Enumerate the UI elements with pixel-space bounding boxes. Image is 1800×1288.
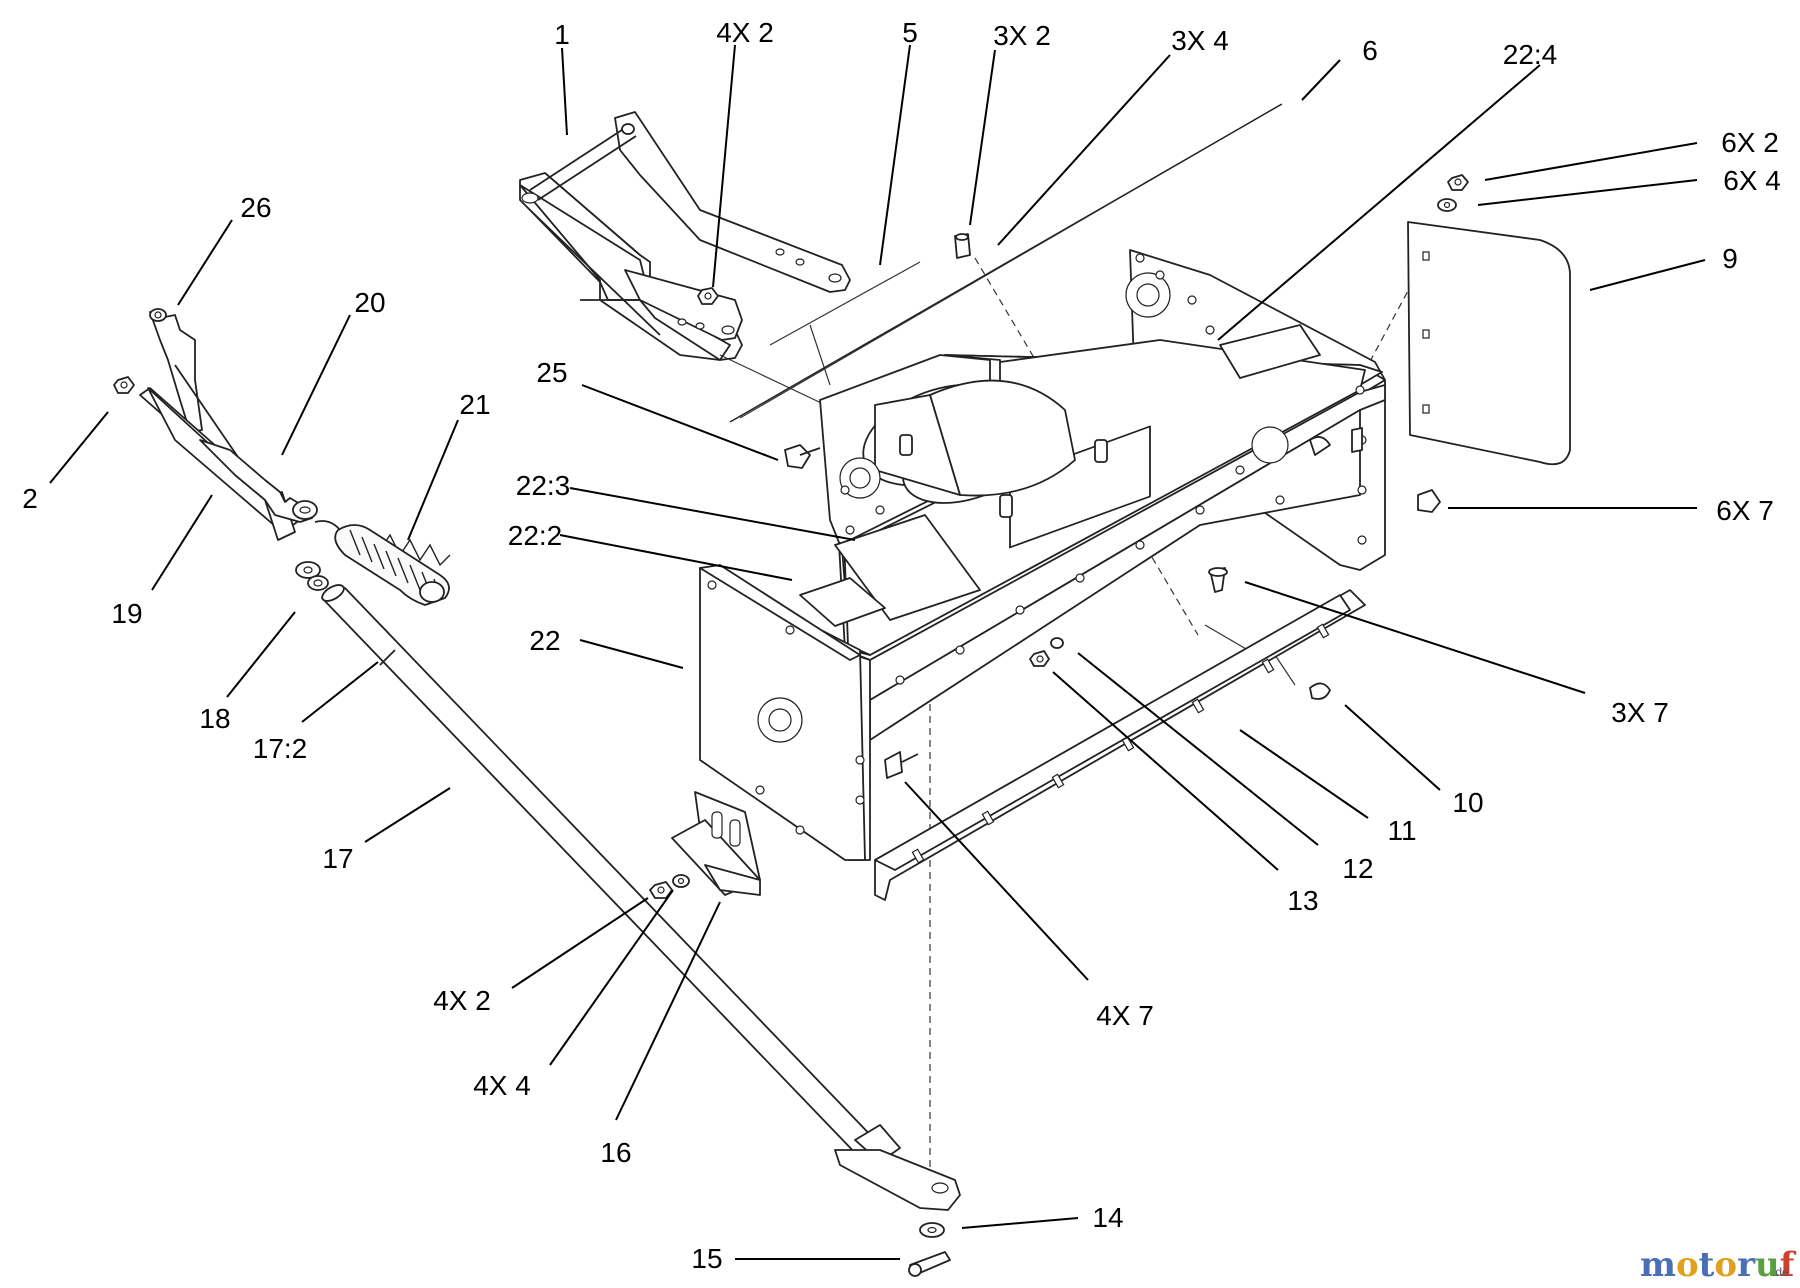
callout-22-3: 22:3 xyxy=(516,470,571,501)
bracket-part xyxy=(671,791,761,896)
callout-22-2: 22:2 xyxy=(508,520,563,551)
washers-left-part xyxy=(295,561,329,591)
callout-17-2: 17:2 xyxy=(253,733,308,764)
callout-22-4: 22:4 xyxy=(1503,39,1558,70)
callout-1: 1 xyxy=(554,19,570,50)
callout-22: 22 xyxy=(529,625,560,656)
callout-14: 14 xyxy=(1092,1202,1123,1233)
watermark-suffix: .de xyxy=(1772,1265,1789,1279)
callout-21: 21 xyxy=(459,389,490,420)
callout-15: 15 xyxy=(691,1243,722,1274)
callout-18: 18 xyxy=(199,703,230,734)
callout-12: 12 xyxy=(1342,853,1373,884)
spring-part xyxy=(314,520,451,606)
housing-part xyxy=(699,249,1386,861)
scraper-bar-part xyxy=(874,589,1366,901)
callout-19: 19 xyxy=(111,598,142,629)
leader-lines xyxy=(49,44,1706,1260)
callout-17: 17 xyxy=(322,843,353,874)
callout-2: 2 xyxy=(22,483,38,514)
callout-16: 16 xyxy=(600,1137,631,1168)
watermark-logo: motoruf .de xyxy=(1640,1245,1797,1285)
hardware-center-part xyxy=(784,233,1331,779)
watermark-letter: u xyxy=(1755,1245,1780,1285)
washer-pin-part xyxy=(908,1222,951,1277)
hex-nut-part xyxy=(697,287,719,305)
watermark-letter: r xyxy=(1737,1245,1756,1285)
side-plate-part xyxy=(1407,221,1571,466)
bracket-hardware-part xyxy=(649,874,690,899)
callout-13: 13 xyxy=(1287,885,1318,916)
callout-9: 9 xyxy=(1722,243,1738,274)
callout-6: 6 xyxy=(1362,35,1378,66)
callout-4x2-bottom: 4X 2 xyxy=(433,985,491,1016)
callout-26: 26 xyxy=(240,192,271,223)
callout-10: 10 xyxy=(1452,787,1483,818)
watermark-letter: o xyxy=(1714,1245,1737,1285)
callout-5: 5 xyxy=(902,17,918,48)
svg-text:motoruf: motoruf xyxy=(1640,1245,1797,1285)
callout-20: 20 xyxy=(354,287,385,318)
callout-4x2-top: 4X 2 xyxy=(716,17,774,48)
hardware-right-part xyxy=(1351,174,1469,513)
callout-6x7: 6X 7 xyxy=(1716,495,1774,526)
callout-25: 25 xyxy=(536,357,567,388)
callout-3x2: 3X 2 xyxy=(993,20,1051,51)
watermark-letter: o xyxy=(1676,1245,1699,1285)
callout-6x4: 6X 4 xyxy=(1723,165,1781,196)
watermark-letter: t xyxy=(1699,1245,1715,1285)
lift-rod-part xyxy=(321,584,961,1211)
watermark-letter: f xyxy=(1780,1245,1797,1285)
hitch-frame-part xyxy=(519,111,851,361)
rod-part xyxy=(729,103,1283,423)
callout-6x2: 6X 2 xyxy=(1721,127,1779,158)
watermark-letter: m xyxy=(1640,1245,1676,1285)
callout-3x7: 3X 7 xyxy=(1611,697,1669,728)
callout-4x7: 4X 7 xyxy=(1096,1000,1154,1031)
callout-11: 11 xyxy=(1387,815,1416,846)
handle-linkage-part xyxy=(113,308,318,541)
callout-3x4: 3X 4 xyxy=(1171,25,1229,56)
callout-4x4: 4X 4 xyxy=(473,1070,531,1101)
callout-labels: 1 4X 2 5 3X 2 3X 4 6 22:4 6X 2 6X 4 9 26… xyxy=(22,17,1781,1274)
